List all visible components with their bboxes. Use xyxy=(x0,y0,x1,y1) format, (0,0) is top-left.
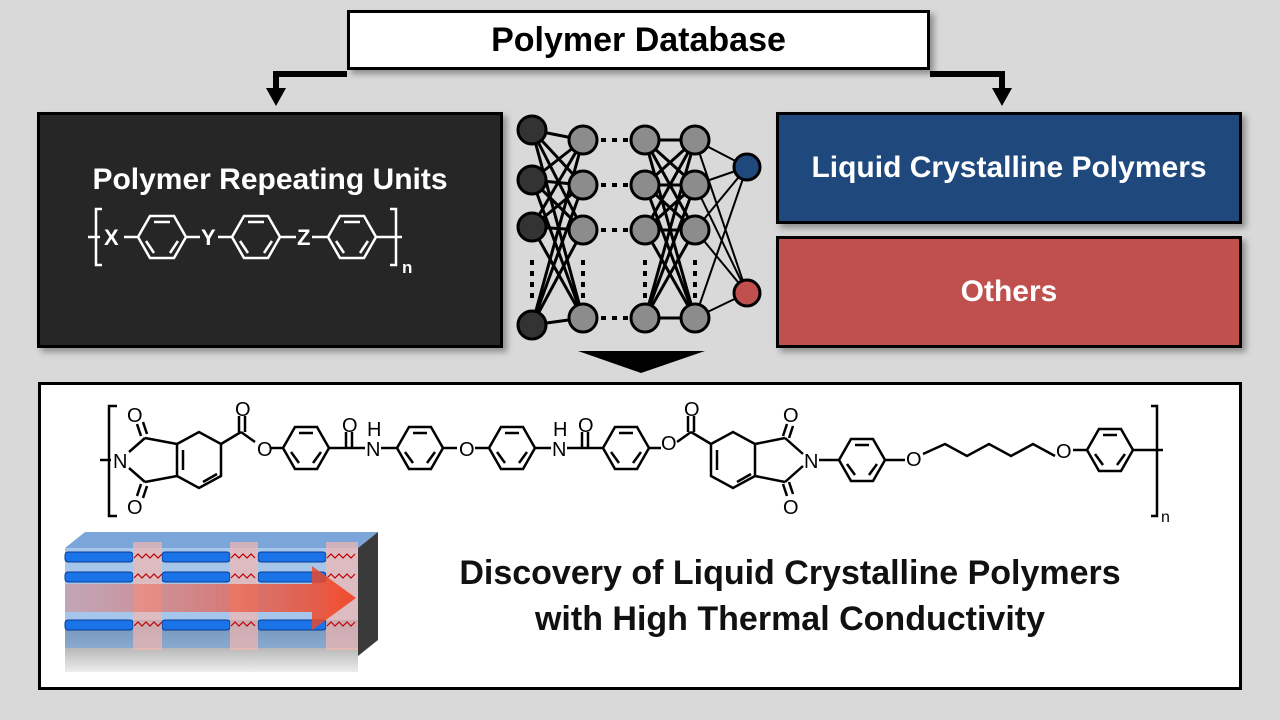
input-node xyxy=(516,309,548,341)
repeating-unit-formula: X Y Z n xyxy=(88,207,412,277)
headline-line-2: with High Thermal Conductivity xyxy=(534,600,1046,638)
others-label: Others xyxy=(960,275,1058,308)
headline-line-1: Discovery of Liquid Crystalline Polymers xyxy=(459,554,1121,592)
group-y: Y xyxy=(201,225,216,250)
hidden-node xyxy=(679,302,711,334)
atom-o: O xyxy=(257,439,273,461)
group-z: Z xyxy=(297,225,310,250)
mesogen xyxy=(161,551,231,563)
connector-arrows xyxy=(266,71,1012,106)
hidden-node xyxy=(567,302,599,334)
subscript-n: n xyxy=(1161,509,1170,526)
neural-network xyxy=(516,114,762,373)
output-node-others xyxy=(732,278,762,308)
atom-o: O xyxy=(661,433,677,455)
hidden-node xyxy=(679,169,711,201)
database-title: Polymer Database xyxy=(491,20,786,59)
atom-o: O xyxy=(127,405,143,427)
hidden-node xyxy=(567,124,599,156)
atom-h: H xyxy=(367,419,381,441)
left-connector xyxy=(273,71,347,96)
mesogen xyxy=(64,571,134,583)
lcp-label: Liquid Crystalline Polymers xyxy=(811,151,1207,184)
hidden-node xyxy=(567,169,599,201)
hidden-node xyxy=(629,169,661,201)
input-node xyxy=(516,164,548,196)
atom-o: O xyxy=(783,497,799,519)
atom-n: N xyxy=(113,451,127,473)
subscript-n: n xyxy=(402,258,412,277)
hidden-node xyxy=(629,302,661,334)
polymer-structure: N O O O O O H N O H N O O O O N O O O n xyxy=(100,399,1170,526)
polymer-database-title-box: Polymer Database xyxy=(347,10,930,70)
right-connector xyxy=(930,71,1005,96)
repeating-units-title: Polymer Repeating Units xyxy=(92,163,448,196)
atom-o: O xyxy=(684,399,700,421)
atom-h: H xyxy=(553,419,567,441)
mesogen xyxy=(64,619,134,631)
atom-o: O xyxy=(459,439,475,461)
flexible-spacers xyxy=(133,553,356,627)
atom-n: N xyxy=(366,439,380,461)
block-side xyxy=(358,532,378,656)
others-class-box: Others xyxy=(776,236,1242,348)
output-node-lcp xyxy=(732,152,762,182)
benzene-ring-1 xyxy=(136,214,188,260)
atom-o: O xyxy=(235,399,251,421)
atom-o: O xyxy=(578,415,594,437)
hidden-node xyxy=(679,124,711,156)
heat-flow-arrow-icon xyxy=(65,566,356,630)
atom-n: N xyxy=(804,451,818,473)
result-headline: Discovery of Liquid Crystalline Polymers… xyxy=(360,550,1220,642)
hidden-node xyxy=(679,214,711,246)
input-node xyxy=(516,114,548,146)
atom-o: O xyxy=(1056,441,1072,463)
down-arrow-icon xyxy=(578,351,705,373)
atom-n: N xyxy=(552,439,566,461)
mesogen xyxy=(257,551,327,563)
atom-o: O xyxy=(127,497,143,519)
group-x: X xyxy=(104,225,119,250)
lcp-class-box: Liquid Crystalline Polymers xyxy=(776,112,1242,224)
hidden-node xyxy=(567,214,599,246)
benzene-ring-2 xyxy=(230,214,282,260)
hidden-node xyxy=(629,124,661,156)
mesogen xyxy=(161,619,231,631)
right-arrowhead xyxy=(992,88,1012,106)
input-node xyxy=(516,211,548,243)
atom-o: O xyxy=(342,415,358,437)
atom-o: O xyxy=(783,405,799,427)
mesogen xyxy=(64,551,134,563)
layer-skip-dots xyxy=(530,138,697,320)
mesogen xyxy=(161,571,231,583)
benzene-ring-3 xyxy=(326,214,378,260)
hidden-node xyxy=(629,214,661,246)
left-arrowhead xyxy=(266,88,286,106)
repeating-units-panel: Polymer Repeating Units X Y Z n xyxy=(37,112,503,348)
lcp-heat-flow-illustration xyxy=(64,532,378,672)
atom-o: O xyxy=(906,449,922,471)
